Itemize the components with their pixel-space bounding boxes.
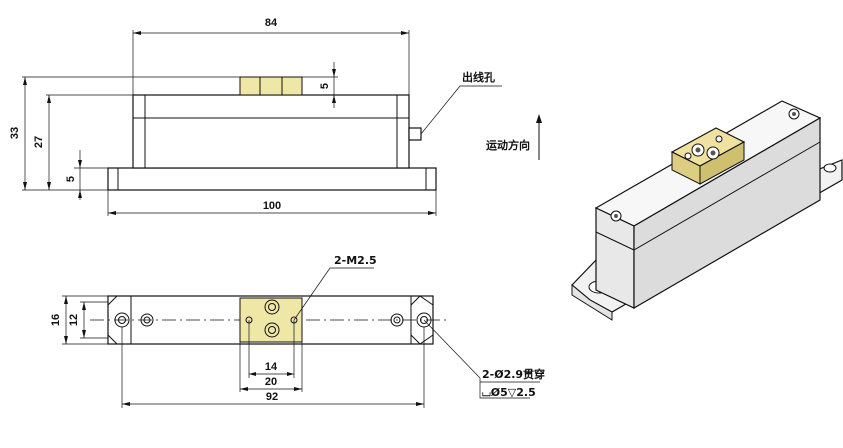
outlet-stub [408, 127, 422, 141]
dim-92: 92 [266, 391, 278, 403]
dim-100: 100 [263, 200, 281, 212]
dim-5-slider: 5 [319, 83, 331, 89]
dim-14: 14 [265, 361, 278, 373]
dim-33: 33 [9, 127, 21, 139]
front-view: 84 100 33 27 [9, 17, 542, 216]
front-body [132, 94, 410, 169]
top-slider [239, 297, 303, 343]
dim-5-base: 5 [65, 176, 77, 182]
label-motion: 运动方向 [486, 138, 530, 152]
callout-through-1: 2-Ø2.9贯穿 [482, 367, 545, 381]
dim-27: 27 [33, 136, 45, 148]
isometric-view [571, 100, 843, 321]
label-outlet: 出线孔 [462, 70, 495, 84]
callout-thread: 2-M2.5 [334, 254, 377, 267]
dim-12: 12 [68, 314, 80, 326]
dim-16: 16 [50, 314, 62, 326]
screw-right-icon [390, 313, 404, 327]
callout-through-2: ⌴Ø5▽2.5 [482, 386, 536, 399]
screw-left-icon [140, 313, 154, 327]
dim-84: 84 [265, 17, 278, 29]
front-slider [239, 76, 303, 96]
top-view: 2-M2.5 16 12 14 20 92 [50, 254, 545, 408]
motion-arrow-icon [536, 114, 542, 123]
dim-20: 20 [265, 376, 277, 388]
front-base [107, 167, 437, 191]
